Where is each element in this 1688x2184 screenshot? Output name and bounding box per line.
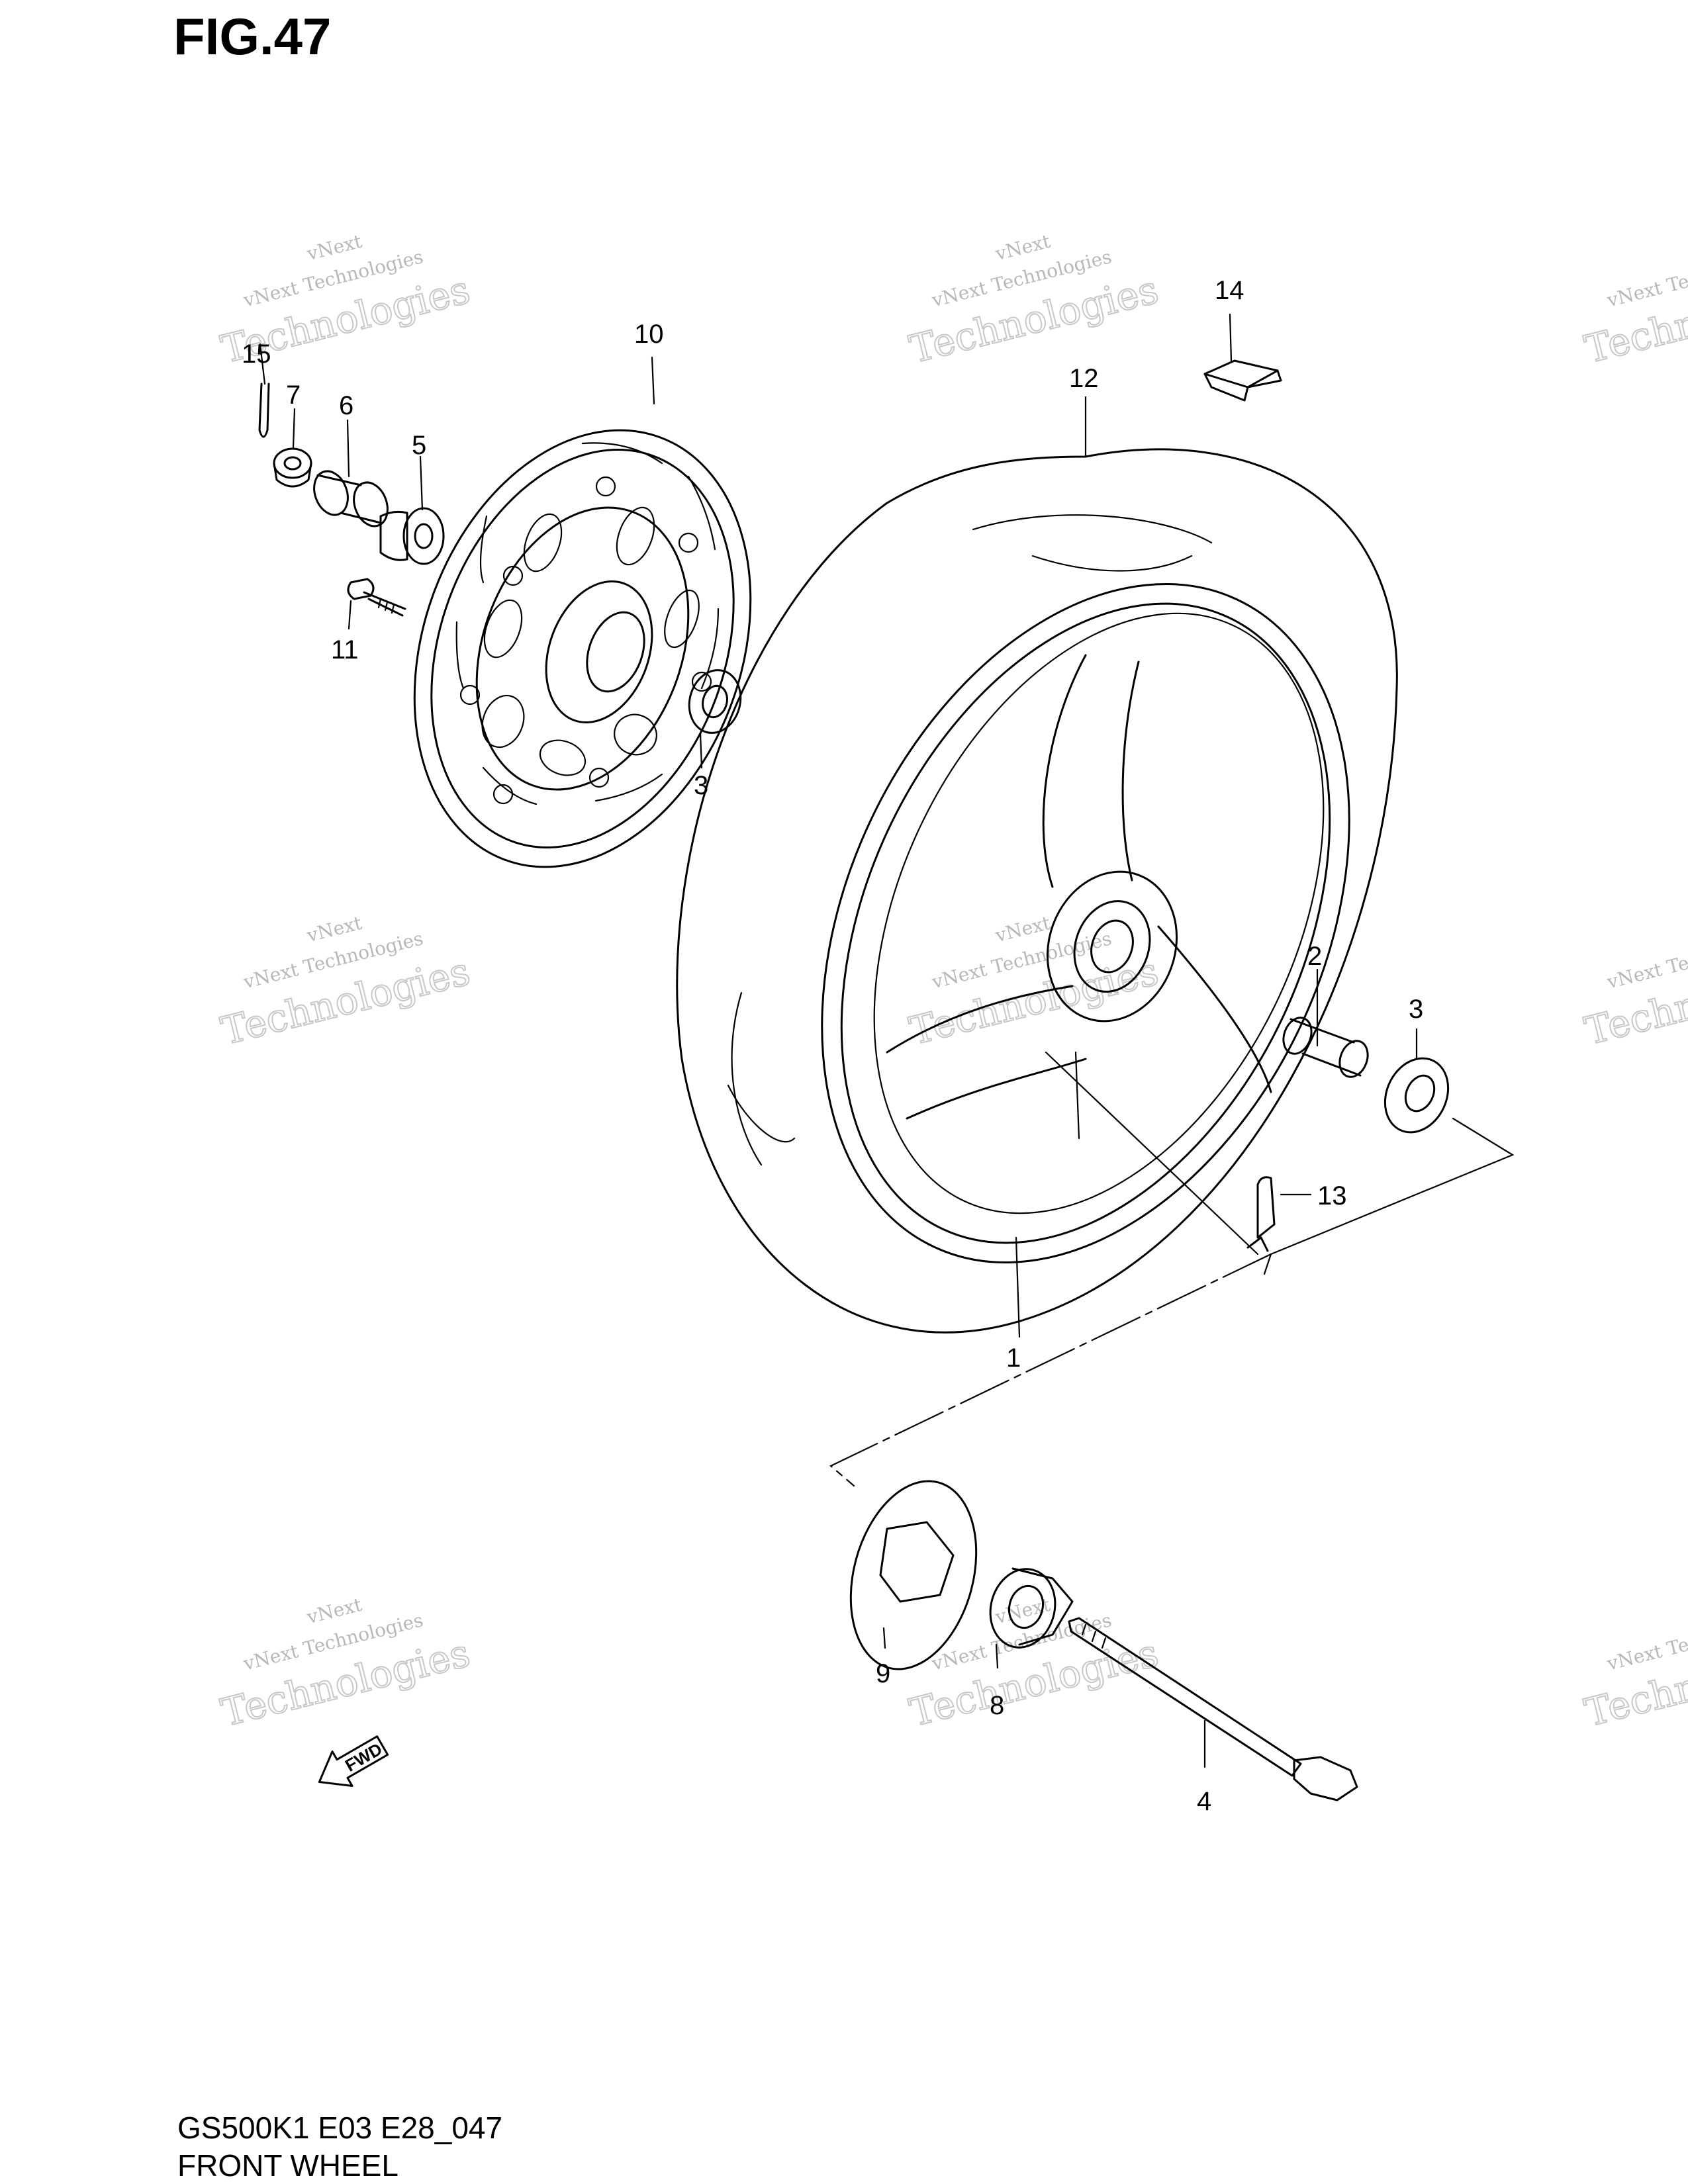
- svg-text:vNext: vNext: [992, 230, 1053, 265]
- part-9-dust-seal: [849, 1480, 978, 1670]
- svg-text:vNext Technologies: vNext Technologies: [1605, 1609, 1688, 1675]
- callout-12: 12: [1069, 364, 1099, 393]
- part-3-bearing-right: [1383, 1028, 1450, 1134]
- footer-section-name: FRONT WHEEL: [177, 2148, 399, 2183]
- callout-labels: 1 2 3 3 4 5 6 7 8 9 10 11 12 13 14 15: [242, 276, 1423, 1816]
- callout-10: 10: [634, 320, 664, 349]
- callout-6: 6: [339, 391, 353, 420]
- callout-11: 11: [331, 635, 359, 664]
- callout-5: 5: [412, 431, 426, 460]
- fwd-arrow: FWD: [318, 1735, 389, 1787]
- part-11-bolt: [347, 578, 406, 630]
- footer-model-code: GS500K1 E03 E28_047: [177, 2111, 503, 2145]
- part-7-castle-nut: [273, 408, 312, 488]
- part-3-bearing-upper: [688, 669, 742, 769]
- assembly-guide-lines: [829, 1051, 1515, 1487]
- svg-text:vNext: vNext: [304, 912, 364, 947]
- part-12-tire: [676, 396, 1398, 1334]
- callout-13: 13: [1317, 1181, 1347, 1210]
- svg-text:vNext: vNext: [992, 912, 1053, 947]
- part-15-cotter-pin: [258, 343, 270, 438]
- callout-3-right: 3: [1409, 995, 1423, 1024]
- svg-text:vNext: vNext: [992, 1594, 1053, 1629]
- callout-2: 2: [1307, 942, 1322, 971]
- figure-title: FIG.47: [173, 7, 332, 66]
- part-5-collar: [379, 455, 445, 565]
- part-8-speedo-gearbox: [989, 1567, 1074, 1669]
- svg-text:vNext Technologies: vNext Technologies: [1605, 927, 1688, 993]
- callout-7: 7: [286, 381, 301, 410]
- callout-1: 1: [1006, 1343, 1021, 1373]
- part-2-spacer: [1282, 968, 1369, 1078]
- part-10-brake-disc: [413, 356, 752, 868]
- callout-8: 8: [990, 1691, 1004, 1720]
- part-1-wheel-rim: [821, 582, 1350, 1338]
- svg-text:vNext: vNext: [304, 230, 364, 265]
- part-14-balance-weight: [1203, 313, 1282, 402]
- part-13-valve: [1246, 1176, 1312, 1252]
- callout-9: 9: [876, 1659, 890, 1688]
- callout-14: 14: [1215, 276, 1244, 305]
- callout-4: 4: [1197, 1787, 1211, 1816]
- svg-text:vNext Technologies: vNext Technologies: [1605, 246, 1688, 312]
- part-6-spacer: [313, 419, 389, 527]
- callout-15: 15: [242, 340, 271, 369]
- svg-text:vNext: vNext: [304, 1594, 364, 1629]
- callout-3-upper: 3: [694, 771, 708, 800]
- part-4-axle: [1068, 1617, 1358, 1801]
